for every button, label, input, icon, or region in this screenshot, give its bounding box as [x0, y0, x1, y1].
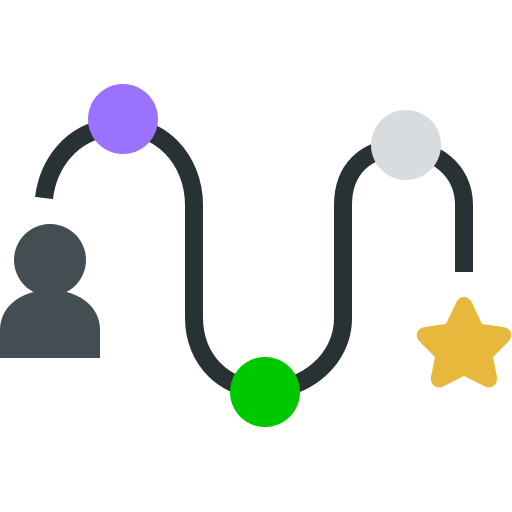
milestone-dot-purple [88, 84, 158, 154]
user-head [14, 224, 86, 296]
user-icon [0, 224, 100, 358]
milestone-dot-gray [371, 110, 441, 180]
milestone-dot-green [230, 357, 300, 427]
star-icon [416, 297, 512, 388]
user-body [0, 290, 100, 358]
